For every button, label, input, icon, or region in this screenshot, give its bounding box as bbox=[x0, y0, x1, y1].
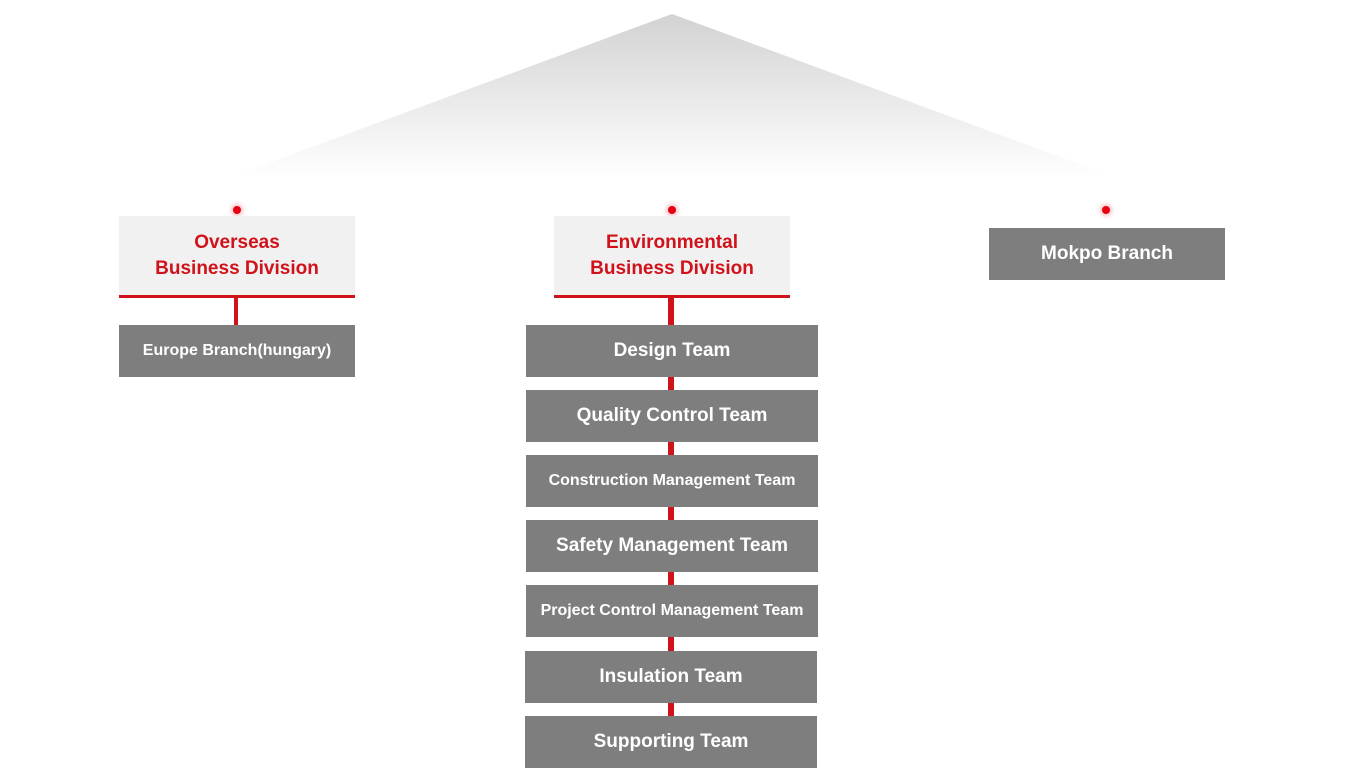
unit-box-quality-control-team: Quality Control Team bbox=[526, 390, 818, 442]
environmental-division-box: Environmental Business Division bbox=[554, 216, 790, 298]
overseas-division-box: Overseas Business Division bbox=[119, 216, 355, 298]
column-dot-mokpo bbox=[1102, 206, 1110, 214]
unit-label: Safety Management Team bbox=[556, 535, 788, 556]
environmental-division-title: Environmental Business Division bbox=[590, 231, 754, 279]
unit-box-europe-branch: Europe Branch(hungary) bbox=[119, 325, 355, 377]
unit-label: Supporting Team bbox=[593, 731, 749, 752]
roof-triangle bbox=[228, 14, 1117, 178]
roof-shape bbox=[228, 14, 1117, 178]
unit-label: Design Team bbox=[613, 340, 731, 361]
unit-box-design-team: Design Team bbox=[526, 325, 818, 377]
overseas-connector-line bbox=[234, 298, 238, 325]
unit-box-project-control-management-team: Project Control Management Team bbox=[526, 585, 818, 637]
overseas-division-title: Overseas Business Division bbox=[155, 231, 319, 279]
unit-box-construction-management-team: Construction Management Team bbox=[526, 455, 818, 507]
unit-label: Construction Management Team bbox=[548, 472, 796, 489]
mokpo-branch-title: Mokpo Branch bbox=[1041, 243, 1173, 264]
column-dot-overseas bbox=[233, 206, 241, 214]
unit-label: Europe Branch(hungary) bbox=[142, 342, 332, 359]
unit-box-safety-management-team: Safety Management Team bbox=[526, 520, 818, 572]
unit-box-insulation-team: Insulation Team bbox=[525, 651, 817, 703]
column-dot-environmental bbox=[668, 206, 676, 214]
unit-label: Project Control Management Team bbox=[540, 602, 804, 619]
unit-box-supporting-team: Supporting Team bbox=[525, 716, 817, 768]
unit-label: Quality Control Team bbox=[576, 405, 768, 426]
unit-label: Insulation Team bbox=[599, 666, 743, 687]
mokpo-branch-box: Mokpo Branch bbox=[989, 228, 1225, 280]
